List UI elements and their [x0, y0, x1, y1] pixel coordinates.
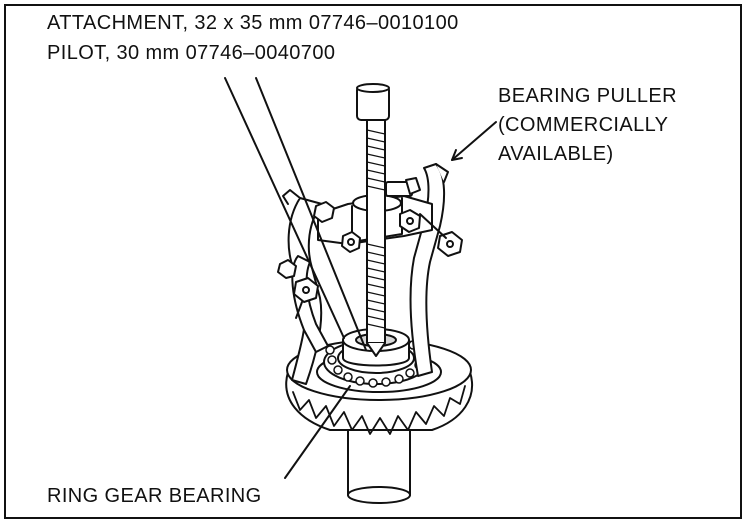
forcing-screw	[356, 83, 390, 357]
puller-right-arm	[409, 163, 449, 377]
attachment-label: ATTACHMENT, 32 x 35 mm 07746–0010100	[47, 12, 459, 34]
bearing-puller-label-line-1: BEARING PULLER	[498, 85, 677, 107]
bearing-puller-label-line-3: AVAILABLE)	[498, 143, 614, 165]
pilot-label: PILOT, 30 mm 07746–0040700	[47, 42, 336, 64]
pivot-bolts	[277, 177, 463, 319]
bearing-puller-label-line-2: (COMMERCIALLY	[498, 114, 669, 136]
ring-gear-bearing-label: RING GEAR BEARING	[47, 485, 262, 507]
output-shaft	[347, 427, 411, 504]
figure-frame	[4, 4, 742, 519]
callout-leaders	[224, 77, 497, 479]
bearing-puller-label: BEARING PULLER (COMMERCIALLY AVAILABLE)	[498, 82, 677, 169]
